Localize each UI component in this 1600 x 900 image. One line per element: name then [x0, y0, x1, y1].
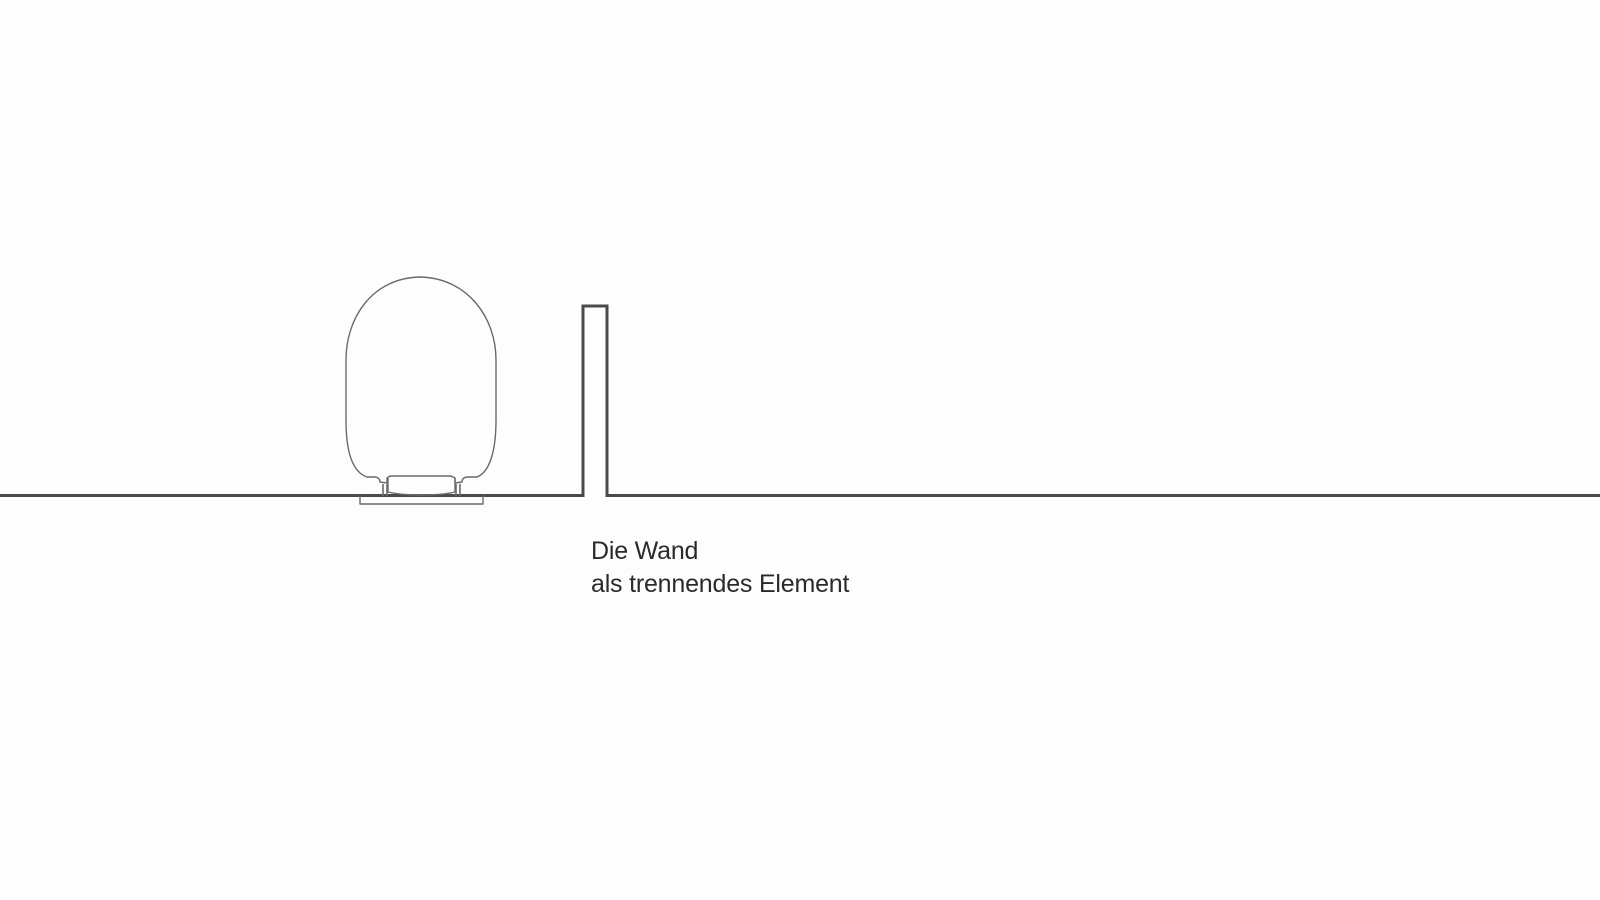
capsule-seat: [387, 478, 456, 496]
ground-and-wall-line: [0, 304, 1600, 497]
capsule-foot-right: [455, 484, 461, 496]
capsule-base-plate: [359, 495, 484, 505]
capsule-shell: [345, 276, 497, 484]
caption-line-2: als trennendes Element: [591, 570, 850, 598]
diagram-caption: Die Wand als trennendes Element: [591, 535, 849, 601]
capsule-object: [345, 276, 497, 505]
capsule-foot-left: [382, 484, 388, 496]
caption-line-1: Die Wand: [591, 537, 699, 565]
